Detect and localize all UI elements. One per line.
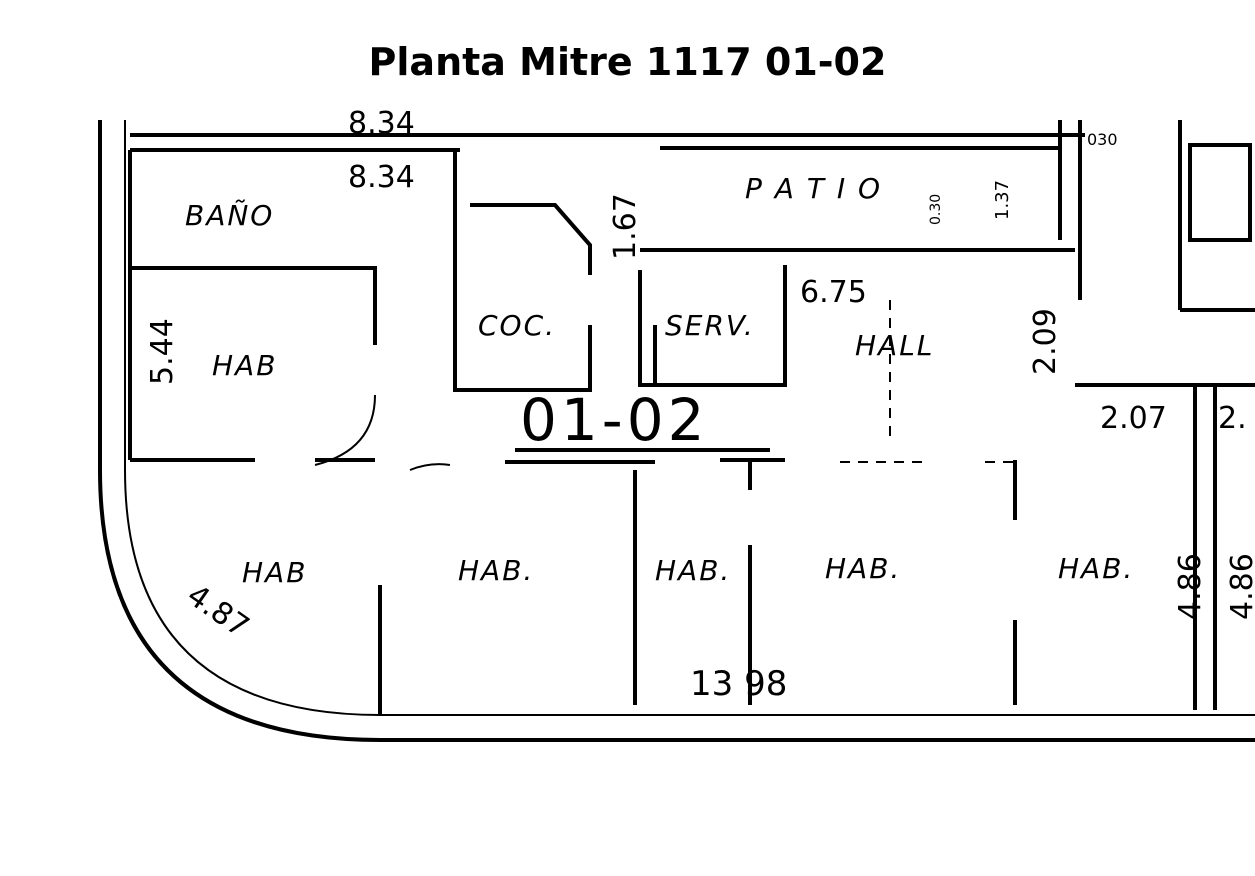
room-hab-2: HAB bbox=[242, 556, 307, 589]
dim-top-cut: 8.34 bbox=[348, 106, 415, 141]
plan-title: Planta Mitre 1117 01-02 bbox=[368, 40, 887, 84]
room-patio: P A T I O bbox=[745, 172, 882, 205]
room-bano: BAÑO bbox=[185, 199, 274, 232]
dim-right-cut: 2. bbox=[1218, 401, 1247, 436]
dim-patio-1-37: 1.37 bbox=[992, 180, 1013, 220]
dim-13-98: 13 98 bbox=[690, 664, 787, 704]
dim-2-09: 2.09 bbox=[1028, 308, 1063, 375]
dim-corner-030: 030 bbox=[1087, 130, 1118, 149]
dim-1-67: 1.67 bbox=[608, 193, 643, 260]
room-hab-4: HAB. bbox=[655, 554, 731, 587]
dim-4-86-a: 4.86 bbox=[1173, 553, 1208, 620]
room-hab-3: HAB. bbox=[458, 554, 534, 587]
room-hall: HALL bbox=[855, 329, 934, 362]
room-hab-6: HAB. bbox=[1058, 552, 1134, 585]
dim-bano-width: 8.34 bbox=[348, 160, 415, 195]
dim-hall-width: 6.75 bbox=[800, 275, 867, 310]
dim-patio-0-30: 0.30 bbox=[928, 194, 944, 225]
room-hab-5: HAB. bbox=[825, 552, 901, 585]
room-hab-1: HAB bbox=[212, 349, 277, 382]
room-cocina: COC. bbox=[478, 309, 556, 342]
dim-2-07: 2.07 bbox=[1100, 401, 1167, 436]
dim-4-86-b: 4.86 bbox=[1225, 553, 1255, 620]
room-servicio: SERV. bbox=[665, 309, 755, 342]
dim-5-44: 5.44 bbox=[145, 318, 180, 385]
walls bbox=[98, 120, 1255, 742]
unit-label: 01-02 bbox=[520, 386, 709, 454]
